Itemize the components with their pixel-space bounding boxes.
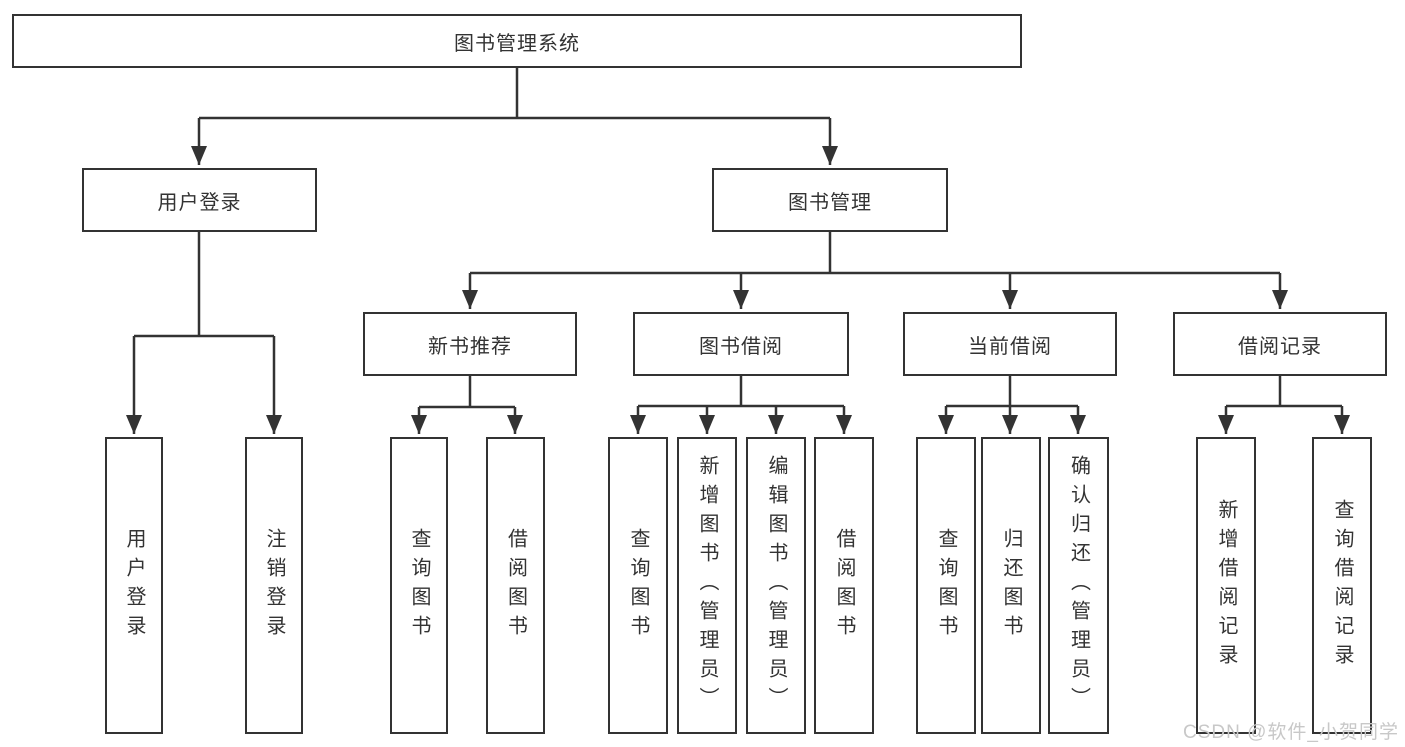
node-book-borrow: 图书借阅	[633, 312, 849, 376]
leaf-query-books-3: 查询图书	[916, 437, 976, 734]
leaf-edit-books-admin: 编辑图书（管理员）	[746, 437, 806, 734]
node-book-management: 图书管理	[712, 168, 948, 232]
leaf-add-books-admin: 新增图书（管理员）	[677, 437, 737, 734]
leaf-confirm-return-admin: 确认归还（管理员）	[1048, 437, 1109, 734]
leaf-logout: 注销登录	[245, 437, 303, 734]
leaf-query-borrow-record: 查询借阅记录	[1312, 437, 1372, 734]
leaf-query-books-2: 查询图书	[608, 437, 668, 734]
csdn-watermark: CSDN @软件_小贺同学	[1183, 722, 1399, 743]
node-root-system: 图书管理系统	[12, 14, 1022, 68]
leaf-borrow-books-2: 借阅图书	[814, 437, 874, 734]
leaf-borrow-books-1: 借阅图书	[486, 437, 545, 734]
connector-user-login-split	[134, 232, 274, 338]
node-new-book-recommend: 新书推荐	[363, 312, 577, 376]
connector-borrow-record-split	[1226, 376, 1342, 408]
connector-root-split	[199, 68, 830, 120]
leaf-return-books: 归还图书	[981, 437, 1041, 734]
connector-book-borrow-split	[638, 376, 844, 408]
connector-new-book-split	[419, 376, 515, 409]
leaf-add-borrow-record: 新增借阅记录	[1196, 437, 1256, 734]
node-user-login: 用户登录	[82, 168, 317, 232]
connector-current-borrow-split	[946, 376, 1078, 408]
leaf-query-books-1: 查询图书	[390, 437, 448, 734]
leaf-user-login: 用户登录	[105, 437, 163, 734]
node-current-borrow: 当前借阅	[903, 312, 1117, 376]
node-borrow-record: 借阅记录	[1173, 312, 1387, 376]
connector-book-management-split	[470, 232, 1280, 275]
